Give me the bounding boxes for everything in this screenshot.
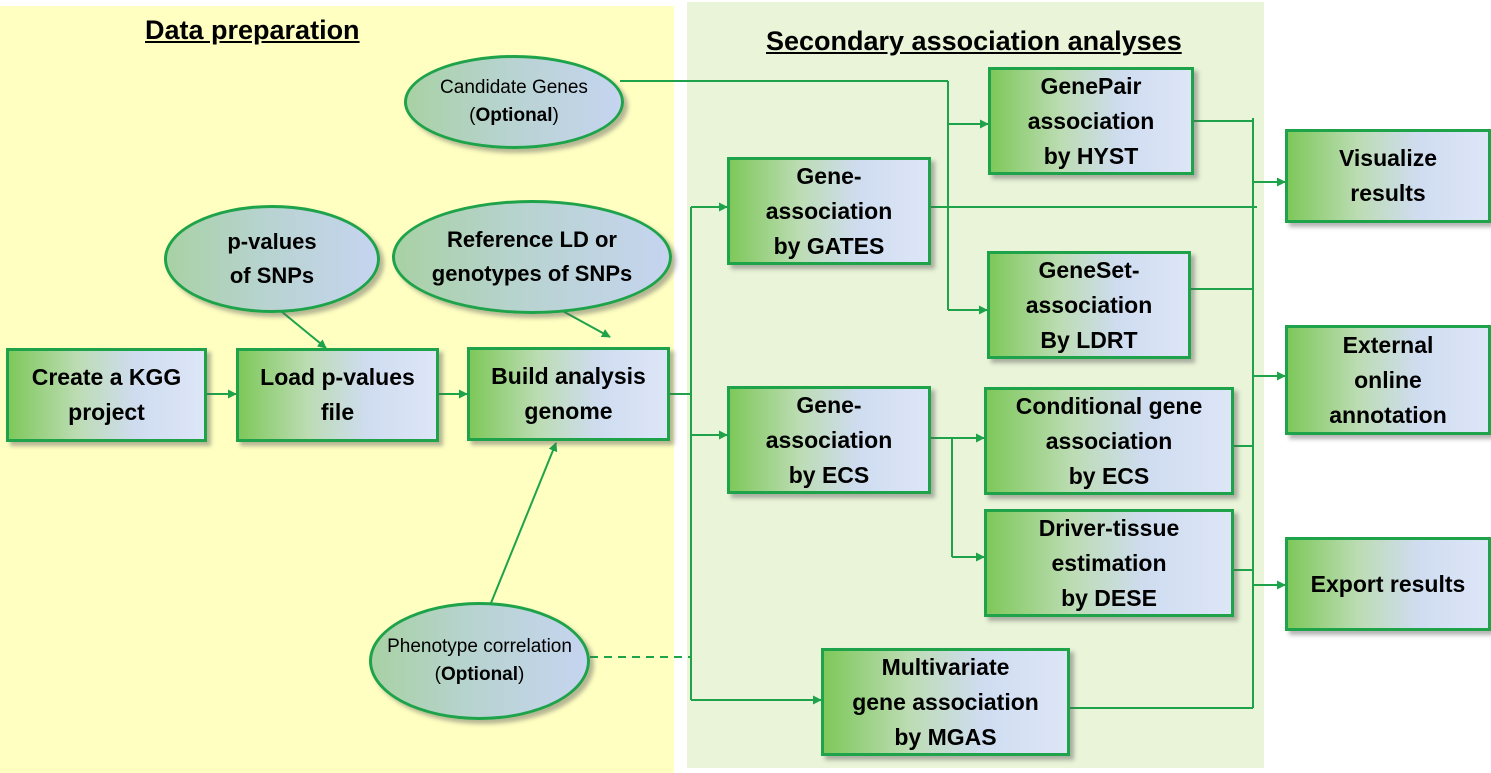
arrow-pvalues-to-load [275,306,327,349]
geneset-association-box[interactable]: GeneSet- association By LDRT [987,251,1191,359]
load-pvalues-file-box[interactable]: Load p-values file [236,348,439,442]
arrow-reference-to-build [558,308,611,338]
pvalues-of-snps-input[interactable]: p-values of SNPs [164,205,380,313]
export-results-box[interactable]: Export results [1285,537,1491,631]
visualize-results-box[interactable]: Visualize results [1285,129,1491,223]
external-online-annotation-box[interactable]: External online annotation [1285,325,1491,435]
genepair-association-box[interactable]: GenePair association by HYST [988,67,1194,175]
gene-association-ecs-box[interactable]: Gene- association by ECS [727,386,931,494]
data-preparation-title: Data preparation [145,15,360,45]
reference-ld-label: Reference LD or genotypes of SNPs [431,227,633,286]
candidate-genes-optional: (Optional) [469,105,559,126]
pvalues-of-snps-label: p-values of SNPs [227,229,317,288]
phenotype-correlation-label: Phenotype correlation [387,636,572,657]
reference-ld-input[interactable]: Reference LD or genotypes of SNPs [392,200,672,314]
create-kgg-project-box[interactable]: Create a KGG project [6,348,207,442]
arrow-phenotype-to-build [490,442,558,604]
multivariate-gene-association-box[interactable]: Multivariate gene association by MGAS [821,648,1070,756]
conditional-gene-association-box[interactable]: Conditional gene association by ECS [984,387,1234,495]
driver-tissue-estimation-box[interactable]: Driver-tissue estimation by DESE [984,509,1234,617]
candidate-genes-label: Candidate Genes [440,77,588,98]
gene-association-gates-box[interactable]: Gene- association by GATES [727,157,931,265]
phenotype-correlation-input[interactable]: Phenotype correlation (Optional) [369,602,590,720]
secondary-analyses-title: Secondary association analyses [766,26,1182,56]
candidate-genes-input[interactable]: Candidate Genes (Optional) [404,55,624,149]
build-analysis-genome-box[interactable]: Build analysis genome [467,347,670,441]
phenotype-correlation-optional: (Optional) [434,664,525,685]
